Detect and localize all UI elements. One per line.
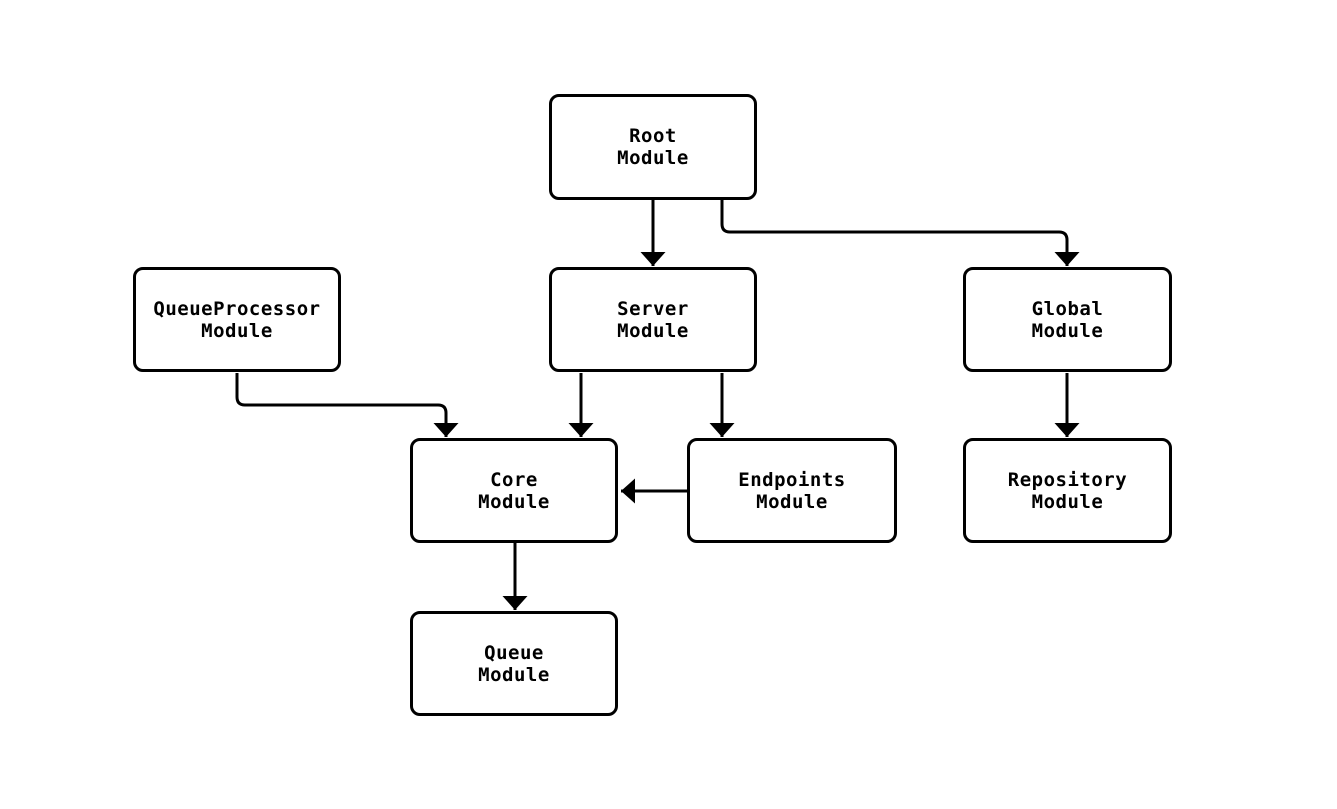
node-root-module: Root Module: [549, 94, 757, 200]
node-queueprocessor-module: QueueProcessor Module: [133, 267, 341, 372]
node-global-module: Global Module: [963, 267, 1172, 372]
node-repository-module: Repository Module: [963, 438, 1172, 543]
node-server-module: Server Module: [549, 267, 757, 372]
edge-root-to-global: [720, 200, 1080, 266]
edge-queueprocessor-to-core: [235, 373, 459, 437]
node-endpoints-module: Endpoints Module: [687, 438, 897, 543]
node-core-module: Core Module: [410, 438, 618, 543]
node-queue-module: Queue Module: [410, 611, 618, 716]
